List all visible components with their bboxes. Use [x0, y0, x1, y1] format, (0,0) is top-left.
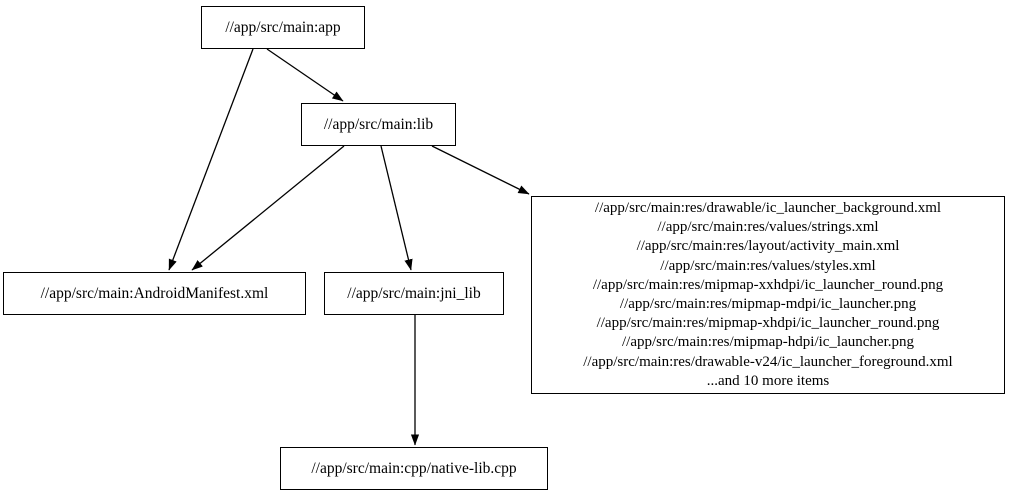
node-native-lib-cpp[interactable]: //app/src/main:cpp/native-lib.cpp: [280, 447, 548, 490]
node-lib[interactable]: //app/src/main:lib: [301, 103, 456, 146]
edge-app-lib: [266, 48, 344, 102]
node-jni-lib-label: //app/src/main:jni_lib: [347, 284, 481, 302]
edge-lib-jni_lib: [380, 145, 413, 271]
node-android-manifest-label: //app/src/main:AndroidManifest.xml: [40, 284, 269, 302]
node-app[interactable]: //app/src/main:app: [201, 6, 365, 49]
node-jni-lib[interactable]: //app/src/main:jni_lib: [324, 272, 504, 315]
node-res-group[interactable]: //app/src/main:res/drawable/ic_launcher_…: [531, 196, 1005, 394]
edge-app-manifest: [168, 48, 254, 271]
node-res-group-label: //app/src/main:res/drawable/ic_launcher_…: [583, 199, 953, 389]
node-android-manifest[interactable]: //app/src/main:AndroidManifest.xml: [3, 272, 306, 315]
edge-lib-manifest: [191, 145, 345, 271]
edge-lib-res_group: [431, 145, 530, 195]
node-lib-label: //app/src/main:lib: [323, 115, 434, 133]
node-app-label: //app/src/main:app: [225, 18, 341, 36]
node-native-lib-cpp-label: //app/src/main:cpp/native-lib.cpp: [311, 459, 517, 477]
